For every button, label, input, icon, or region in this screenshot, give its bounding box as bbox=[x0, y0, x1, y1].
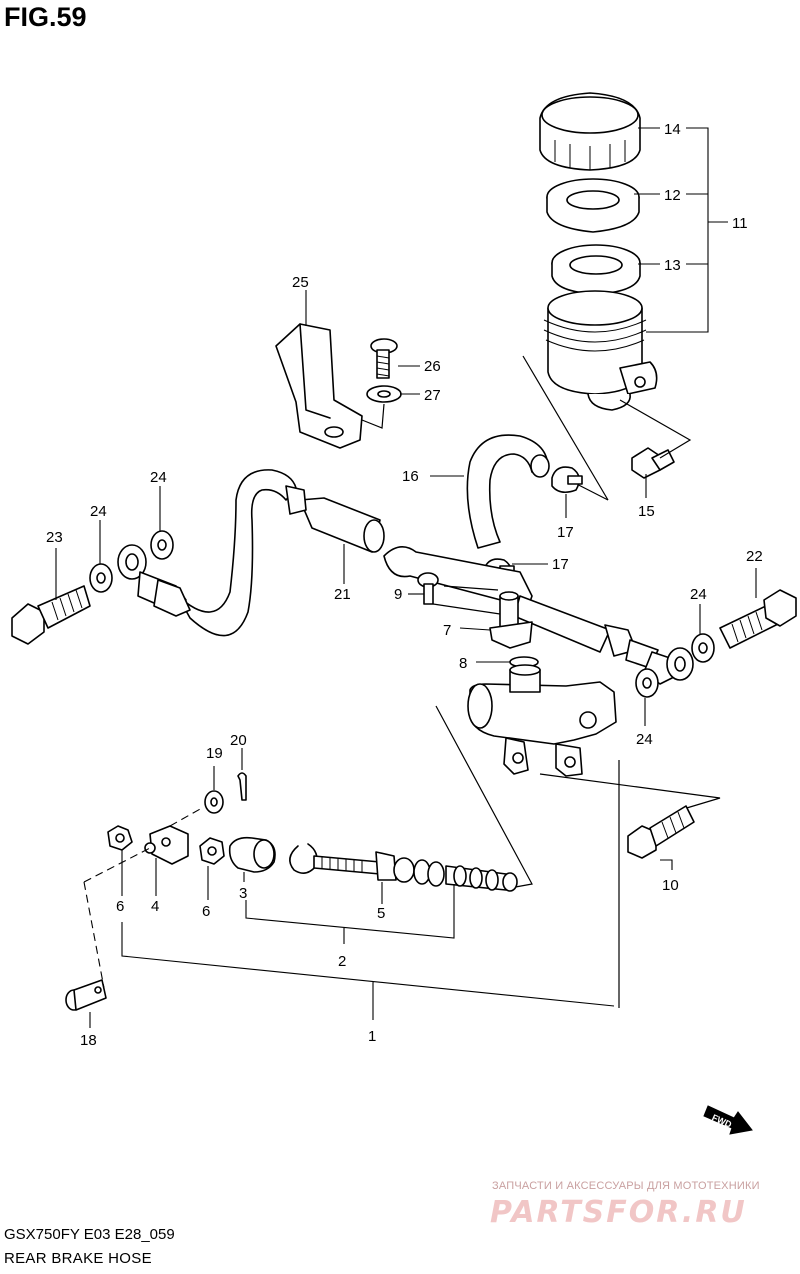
part-6-nut-left[interactable] bbox=[107, 825, 133, 851]
part-10-bolt[interactable] bbox=[627, 805, 695, 859]
callout-4: 4 bbox=[151, 898, 159, 915]
fwd-arrow-icon: FWD bbox=[703, 1105, 753, 1135]
callout-1: 1 bbox=[368, 1028, 376, 1045]
part-24-washer-right-a[interactable] bbox=[691, 633, 715, 663]
callout-11: 11 bbox=[732, 215, 748, 232]
part-4-clevis[interactable] bbox=[144, 825, 189, 865]
part-22-union-bolt-right[interactable] bbox=[719, 589, 797, 649]
callout-13: 13 bbox=[664, 257, 681, 274]
circlip[interactable] bbox=[289, 843, 318, 874]
part-25-bracket[interactable] bbox=[275, 323, 363, 449]
part-24-washer-right-b[interactable] bbox=[635, 668, 659, 698]
part-12-plate[interactable] bbox=[546, 178, 640, 233]
callout-6-left: 6 bbox=[116, 898, 124, 915]
callout-6-right: 6 bbox=[202, 903, 210, 920]
fwd-label: FWD bbox=[710, 1112, 733, 1130]
callout-3: 3 bbox=[239, 885, 247, 902]
model-code: GSX750FY E03 E28_059 bbox=[4, 1226, 175, 1243]
callout-16: 16 bbox=[402, 468, 419, 485]
callout-24-bottom-right: 24 bbox=[636, 731, 653, 748]
watermark-logo: PARTSFOR.RU bbox=[490, 1195, 747, 1230]
callout-24-top-left: 24 bbox=[150, 469, 167, 486]
callout-26: 26 bbox=[424, 358, 441, 375]
part-24-washer-left-b[interactable] bbox=[150, 530, 174, 560]
part-19-washer[interactable] bbox=[204, 790, 224, 814]
part-27-washer[interactable] bbox=[366, 385, 402, 403]
callout-18: 18 bbox=[80, 1032, 97, 1049]
part-3-boot[interactable] bbox=[228, 836, 276, 873]
leader-lines bbox=[55, 127, 757, 1028]
callout-24-right: 24 bbox=[690, 586, 707, 603]
callout-21: 21 bbox=[334, 586, 351, 603]
callout-19: 19 bbox=[206, 745, 223, 762]
callout-10: 10 bbox=[662, 877, 679, 894]
part-15-bolt[interactable] bbox=[631, 447, 675, 479]
callout-12: 12 bbox=[664, 187, 681, 204]
part-9-screw[interactable] bbox=[417, 572, 439, 605]
callout-27: 27 bbox=[424, 387, 441, 404]
callout-22: 22 bbox=[746, 548, 763, 565]
watermark-tagline: ЗАПЧАСТИ И АКСЕССУАРЫ ДЛЯ МОТОТЕХНИКИ bbox=[492, 1180, 760, 1192]
callout-14: 14 bbox=[664, 121, 681, 138]
callout-15: 15 bbox=[638, 503, 655, 520]
callout-23: 23 bbox=[46, 529, 63, 546]
figure-title: FIG.59 bbox=[4, 2, 87, 32]
section-name: REAR BRAKE HOSE bbox=[4, 1250, 152, 1267]
callout-8: 8 bbox=[459, 655, 467, 672]
part-16-reservoir-hose[interactable] bbox=[466, 434, 550, 549]
part-5-push-rod[interactable] bbox=[313, 851, 415, 883]
part-18-clevis-pin[interactable] bbox=[65, 979, 107, 1011]
piston-assembly[interactable] bbox=[413, 859, 518, 892]
part-7-hose-connector[interactable] bbox=[489, 591, 533, 649]
callout-17-upper: 17 bbox=[557, 524, 574, 541]
part-26-screw[interactable] bbox=[370, 338, 398, 379]
part-23-union-bolt-left[interactable] bbox=[11, 585, 91, 645]
callout-2: 2 bbox=[338, 953, 346, 970]
part-17-clamp-upper[interactable] bbox=[551, 466, 583, 494]
callout-labels: 14 12 11 13 25 26 27 16 24 24 15 17 23 2… bbox=[46, 121, 763, 1049]
callout-17-lower: 17 bbox=[552, 556, 569, 573]
callout-25: 25 bbox=[292, 274, 309, 291]
master-cylinder-body[interactable] bbox=[467, 664, 617, 777]
callout-24-left: 24 bbox=[90, 503, 107, 520]
part-24-washer-left-a[interactable] bbox=[89, 563, 113, 593]
part-21-brake-hose[interactable] bbox=[177, 469, 659, 669]
callout-20: 20 bbox=[230, 732, 247, 749]
part-6-nut-right[interactable] bbox=[199, 837, 225, 865]
left-banjo-fitting[interactable] bbox=[117, 544, 191, 617]
part-11-reservoir-body[interactable] bbox=[543, 290, 658, 411]
part-13-diaphragm[interactable] bbox=[551, 244, 641, 295]
callout-9: 9 bbox=[394, 586, 402, 603]
part-20-cotter-pin[interactable] bbox=[237, 772, 247, 801]
part-14-reservoir-cap[interactable] bbox=[539, 92, 641, 171]
callout-5: 5 bbox=[377, 905, 385, 922]
callout-7: 7 bbox=[443, 622, 451, 639]
